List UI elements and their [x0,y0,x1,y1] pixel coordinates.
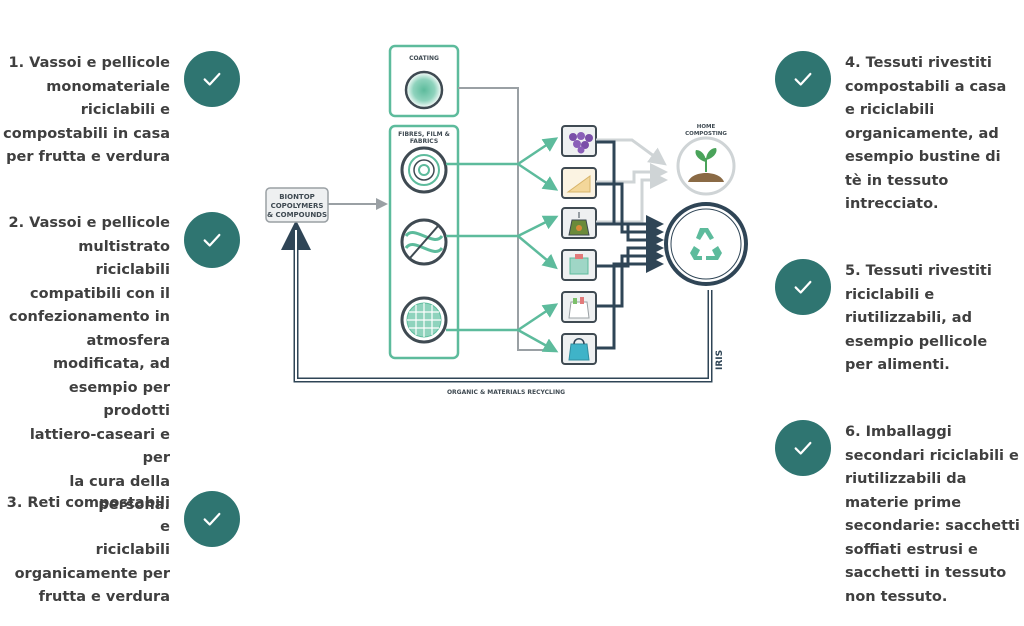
green-branches [446,137,559,353]
home-composting-label-2: COMPOSTING [685,131,727,137]
item-3-text: 3. Reti compostabili e riciclabili organ… [6,495,170,605]
product-shopping-bag-icon [561,333,597,365]
check-icon [794,72,812,86]
product-bag-icon [561,291,597,323]
coating-box: COATING [388,44,460,118]
product-teabag-icon [561,207,597,239]
item-2-check [184,212,240,268]
item-5-check [775,259,831,315]
item-2-text: 2. Vassoi e pellicole multistrato ricicl… [8,215,170,513]
product-grapes-icon [561,125,597,157]
item-4-check [775,51,831,107]
biontop-label-1: BIONTOP [279,193,315,201]
product-cheese-icon [561,167,597,199]
check-icon [203,72,221,86]
recycling-circle [664,202,748,286]
recycling-loop [281,220,713,383]
coating-label: COATING [409,55,439,62]
item-4-text: 4. Tessuti rivestiti compostabili a casa… [845,55,1007,212]
recycling-label: ORGANIC & MATERIALS RECYCLING [447,389,565,396]
item-6-check [775,420,831,476]
check-icon [203,512,221,526]
item-6-text: 6. Imballaggi secondari riciclabili e ri… [845,424,1020,605]
home-composting-label-1: HOME [697,124,716,130]
biontop-label-3: & COMPOUNDS [267,211,327,219]
product-wrap-icon [561,249,597,281]
coating-disc-icon [404,70,444,110]
fibres-label-2: FABRICS [410,138,438,145]
composting-arrows [596,138,668,224]
iris-logo: IRIS [715,350,725,370]
biontop-label-2: COPOLYMERS [271,202,324,210]
item-1-check [184,51,240,107]
film-twist-icon [400,218,448,266]
item-5-text: 5. Tessuti rivestiti riciclabili e riuti… [845,263,992,373]
process-diagram: BIONTOP COPOLYMERS & COMPOUNDS COATING F… [265,44,748,396]
check-icon [794,280,812,294]
fibres-box: FIBRES, FILM & FABRICS [388,124,460,360]
sprout-icon [688,148,724,182]
item-1-text: 1. Vassoi e pellicole monomateriale rici… [3,55,170,165]
recycling-arrows [596,140,664,350]
fibres-label-1: FIBRES, FILM & [398,131,450,138]
home-composting: HOME COMPOSTING [676,124,736,196]
biontop-box: BIONTOP COPOLYMERS & COMPOUNDS [265,187,329,223]
check-icon [203,233,221,247]
coating-line [458,87,554,351]
check-icon [794,441,812,455]
recycle-icon [690,228,722,260]
fibre-spool-icon [400,146,448,194]
item-3-check [184,491,240,547]
fabric-mesh-icon [400,296,448,344]
